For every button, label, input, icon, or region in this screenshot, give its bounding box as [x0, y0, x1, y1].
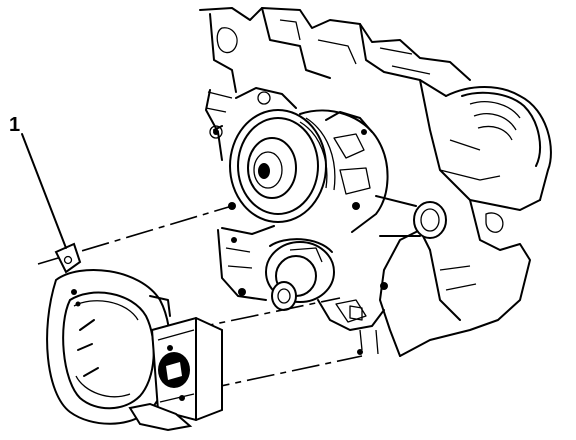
front-cover [217, 225, 388, 355]
callout-label-1: 1 [9, 114, 21, 136]
water-pump-pulley [213, 87, 447, 239]
front-cover-shield [46, 242, 223, 432]
callout-leader-1 [21, 133, 67, 249]
